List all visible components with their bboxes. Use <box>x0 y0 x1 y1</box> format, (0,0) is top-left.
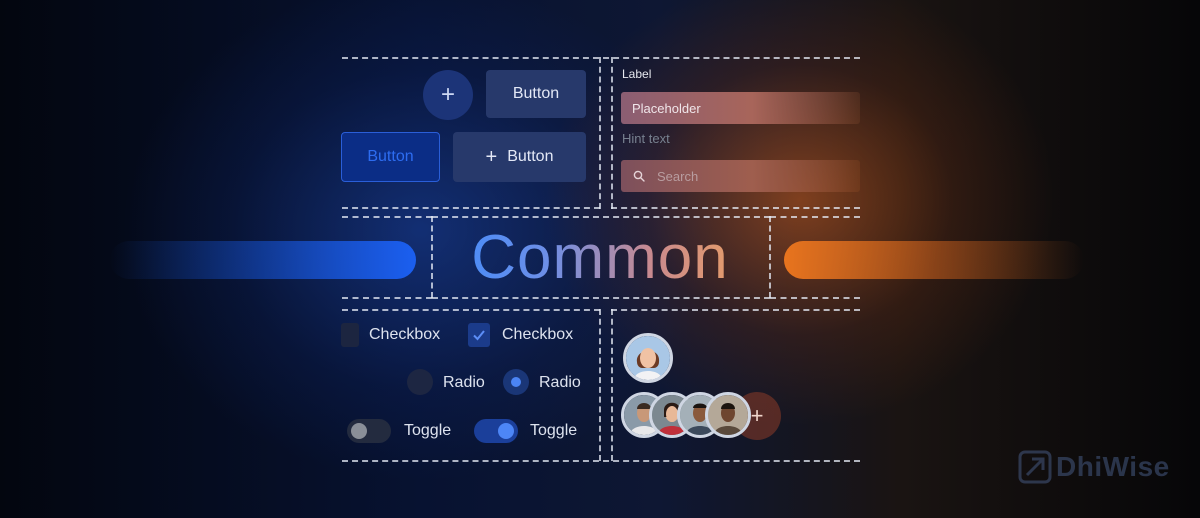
checkbox-unchecked[interactable] <box>341 323 359 347</box>
input-placeholder: Placeholder <box>632 100 701 116</box>
toggle-on[interactable] <box>474 419 518 443</box>
icon-text-button-label: Button <box>507 148 554 165</box>
checkbox-label: Checkbox <box>502 326 574 343</box>
frame-line <box>769 216 771 298</box>
field-label: Label <box>622 67 652 81</box>
radio-label: Radio <box>539 374 581 391</box>
frame-line <box>611 207 860 209</box>
frame-divider-bottom-2 <box>611 309 613 461</box>
plus-icon-button[interactable]: + <box>423 70 473 120</box>
frame-line <box>770 297 860 299</box>
dhiwise-logo-icon <box>1018 450 1052 484</box>
frame-line <box>342 297 432 299</box>
blue-glow-bar <box>110 241 416 279</box>
plus-icon: + <box>750 403 764 428</box>
plus-icon: + <box>485 146 498 168</box>
checkbox-label: Checkbox <box>369 326 441 343</box>
solid-button-label: Button <box>512 85 560 102</box>
frame-divider-top <box>599 57 601 209</box>
frame-line <box>431 216 433 298</box>
person-icon <box>708 395 748 435</box>
radio-label: Radio <box>443 374 485 391</box>
frame-line <box>432 216 770 218</box>
text-input[interactable]: Placeholder <box>621 92 860 124</box>
avatar <box>705 392 751 438</box>
frame-line <box>611 309 860 311</box>
toggle-off[interactable] <box>347 419 391 443</box>
search-placeholder: Search <box>657 168 699 184</box>
outline-button[interactable]: Button <box>341 132 440 182</box>
person-icon <box>626 336 670 380</box>
icon-text-button[interactable]: + Button <box>453 132 586 182</box>
orange-glow-bar <box>784 241 1084 279</box>
search-icon <box>633 170 645 182</box>
hint-text: Hint text <box>622 131 670 146</box>
brand-logo-text: DhiWise <box>1056 451 1170 482</box>
outline-button-label: Button <box>367 148 414 165</box>
radio-selected[interactable] <box>503 369 529 395</box>
page-title: Common <box>430 222 770 293</box>
frame-line <box>342 216 432 218</box>
frame-bottom-line <box>342 460 860 462</box>
frame-line <box>342 309 600 311</box>
frame-divider-bottom <box>599 309 601 461</box>
toggle-label: Toggle <box>530 422 578 439</box>
radio-unselected[interactable] <box>407 369 433 395</box>
toggle-label: Toggle <box>404 422 452 439</box>
checkbox-checked[interactable] <box>468 323 490 347</box>
brand-logo: DhiWise <box>1018 450 1170 484</box>
avatar <box>623 333 673 383</box>
frame-line <box>770 216 860 218</box>
frame-divider-top-2 <box>611 57 613 209</box>
plus-icon: + <box>440 81 455 108</box>
search-input[interactable]: Search <box>621 160 860 192</box>
frame-line <box>342 207 600 209</box>
check-icon <box>473 330 485 341</box>
solid-button[interactable]: Button <box>486 70 586 118</box>
frame-line <box>432 297 770 299</box>
frame-top-line <box>342 57 860 59</box>
